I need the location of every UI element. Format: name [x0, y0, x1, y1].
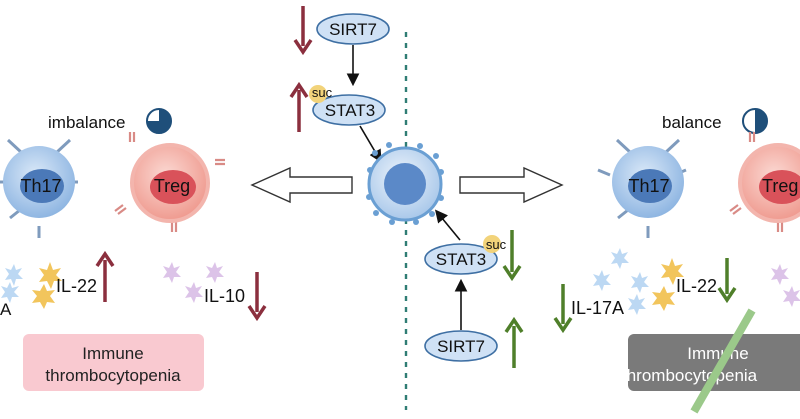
treg-cell-right: Treg	[729, 132, 800, 232]
top-sirt7-label: SIRT7	[329, 20, 377, 39]
top-sirt7-node: SIRT7	[316, 13, 390, 45]
immune-box-left-line2: thrombocytopenia	[45, 366, 181, 385]
il17a-green-down-arrow-right	[553, 284, 573, 334]
hollow-arrow-right-icon	[459, 166, 564, 204]
bottom-sirt7-node: SIRT7	[424, 330, 498, 362]
top-stat3-label: STAT3	[325, 101, 375, 120]
right-status-label: balance	[662, 113, 722, 132]
il22-label-left: IL-22	[56, 276, 97, 296]
th17-cell-left: Th17	[0, 138, 78, 238]
top-suc-label: suc	[312, 85, 333, 100]
arrow-stat3-to-cell-bottom	[434, 209, 461, 241]
treg-label-right: Treg	[762, 176, 798, 196]
il10-red-down-arrow-left	[247, 272, 267, 322]
treg-label-left: Treg	[154, 176, 190, 196]
imbalance-pie-icon	[146, 108, 172, 134]
cytokine-star-icon-group-left	[1, 262, 224, 309]
center-t-cell	[366, 142, 444, 225]
top-stat3-node: suc STAT3	[309, 85, 386, 126]
il22-red-up-arrow-left	[95, 250, 115, 302]
il17a-label-right: IL-17A	[571, 298, 624, 318]
top-red-up-arrow	[289, 81, 309, 132]
top-red-down-arrow	[293, 6, 313, 56]
il22-green-down-arrow-right	[717, 258, 737, 304]
strike-through-line	[690, 308, 756, 414]
il22-label-right: IL-22	[676, 276, 717, 296]
balance-pie-icon	[742, 108, 768, 134]
bottom-green-down-arrow	[502, 230, 522, 282]
immune-box-right-line2: thrombocytopenia	[622, 366, 758, 385]
bottom-sirt7-label: SIRT7	[437, 337, 485, 356]
th17-cell-right: Th17	[597, 138, 687, 238]
immune-box-right: Immune thrombocytopenia	[622, 334, 800, 391]
th17-label-right: Th17	[628, 176, 669, 196]
bottom-stat3-label: STAT3	[436, 250, 486, 269]
hollow-arrow-left-icon	[250, 166, 353, 204]
il10-label-left: IL-10	[204, 286, 245, 306]
bottom-suc-badge	[483, 235, 501, 253]
th17-label-left: Th17	[20, 176, 61, 196]
top-suc-badge	[309, 85, 327, 103]
bottom-suc-label: suc	[486, 237, 507, 252]
bottom-stat3-node: suc STAT3	[424, 235, 507, 275]
immune-box-left: Immune thrombocytopenia	[23, 334, 204, 391]
treg-cell-left: Treg	[114, 132, 225, 232]
immune-box-right-line1: Immune	[687, 344, 748, 363]
il17a-partial-label-left: A	[0, 300, 12, 319]
immune-box-left-line1: Immune	[82, 344, 143, 363]
left-status-label: imbalance	[48, 113, 126, 132]
cytokine-star-icon-group-right	[593, 248, 800, 315]
bottom-green-up-arrow	[504, 316, 524, 368]
